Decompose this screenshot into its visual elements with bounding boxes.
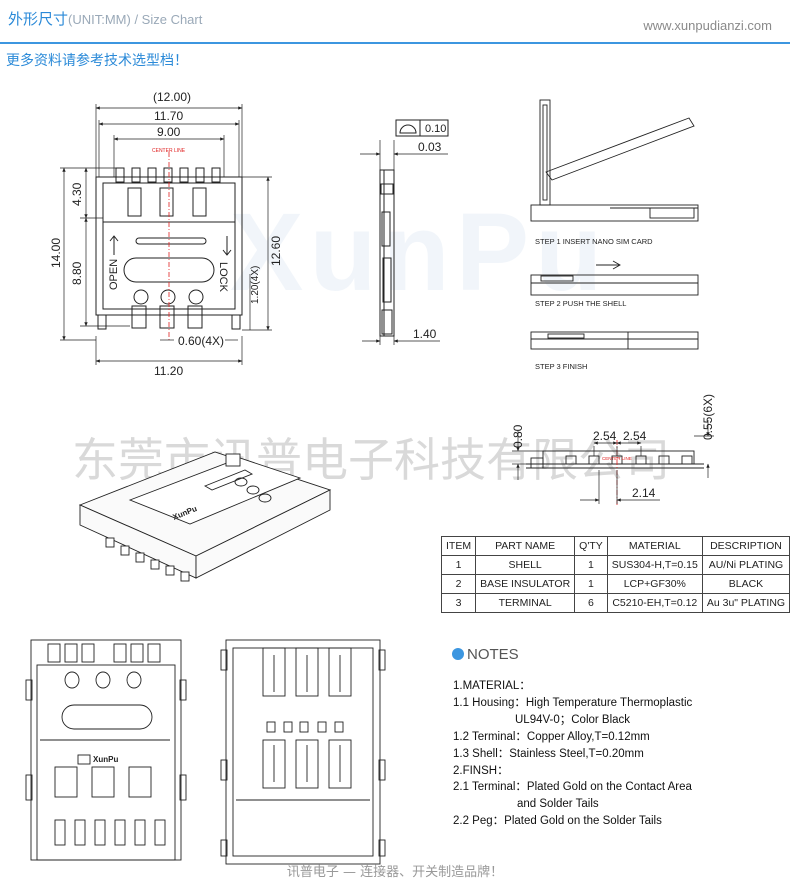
step1-label: STEP 1 INSERT NANO SIM CARD xyxy=(535,237,653,246)
note-line: 1.3 Shell：Stainless Steel,T=0.20mm xyxy=(453,747,644,760)
page-title: 外形尺寸(UNIT:MM) / Size Chart xyxy=(8,8,202,29)
front-center-line-label: CENTER LINE xyxy=(602,456,632,461)
notes-heading-text: NOTES xyxy=(467,646,519,663)
dim-bottom-11-20: 11.20 xyxy=(154,364,183,378)
dim-flatness: 0.10 xyxy=(425,123,446,135)
bom-table: ITEM PART NAME Q'TY MATERIAL DESCRIPTION… xyxy=(440,536,790,613)
step2-drawing xyxy=(530,260,699,296)
front-view-drawing xyxy=(526,450,704,469)
dim-width-11-70: 11.70 xyxy=(154,109,183,123)
dim-height-4-30: 4.30 xyxy=(70,182,84,206)
bom-cell: Au 3u" PLATING xyxy=(701,593,790,613)
top-view-dim-lines xyxy=(60,104,272,365)
side-view-drawing xyxy=(379,119,449,337)
dim-front-0-80: 0.80 xyxy=(511,424,525,448)
step2-label: STEP 2 PUSH THE SHELL xyxy=(535,299,626,308)
bom-col-qty: Q'TY xyxy=(574,536,608,556)
bom-cell: LCP+GF30% xyxy=(606,574,703,594)
dim-front-pitch-a: 2.54 xyxy=(593,429,617,443)
bom-cell: 1 xyxy=(440,555,477,575)
note-line: 2.FINSH： xyxy=(453,764,509,777)
notes-bullet-icon xyxy=(452,648,464,660)
brand-watermark: XunPu xyxy=(230,191,608,314)
reference-tip[interactable]: 更多资料请参考技术选型档！ xyxy=(6,53,188,69)
dim-front-pin: 0.55(6X) xyxy=(701,394,715,440)
front-view-dim-lines xyxy=(512,420,714,504)
note-line: 2.2 Peg：Plated Gold on the Solder Tails xyxy=(453,815,662,828)
bottom-left-view xyxy=(25,639,187,861)
dim-front-pitch-b: 2.54 xyxy=(623,429,647,443)
table-row: 1 SHELL 1 SUS304-H,T=0.15 AU/Ni PLATING xyxy=(440,555,790,575)
bom-cell: BLACK xyxy=(701,574,790,594)
bom-col-description: DESCRIPTION xyxy=(701,536,790,556)
bom-cell: SHELL xyxy=(475,555,576,575)
page-title-text: 外形尺寸 xyxy=(8,10,69,28)
bom-cell: 2 xyxy=(440,574,477,594)
header-divider xyxy=(0,42,790,44)
lock-label: LOCK xyxy=(217,262,229,293)
step3-label: STEP 3 FINISH xyxy=(535,362,587,371)
watermark-brand: XunPu xyxy=(230,191,608,314)
step1-drawing xyxy=(530,99,699,222)
bom-cell: SUS304-H,T=0.15 xyxy=(606,555,703,575)
note-line: 2.1 Terminal：Plated Gold on the Contact … xyxy=(453,781,692,794)
bottom-middle-view xyxy=(220,639,386,865)
open-label: OPEN xyxy=(108,259,120,290)
footer-slogan: 讯普电子 — 连接器、开关制造品牌！ xyxy=(286,865,504,880)
top-pins xyxy=(115,167,221,183)
note-line: UL94V-0；Color Black xyxy=(515,713,631,726)
bom-cell: AU/Ni PLATING xyxy=(701,555,790,575)
step3-drawing xyxy=(530,331,699,350)
table-row: 2 BASE INSULATOR 1 LCP+GF30% BLACK xyxy=(440,574,790,594)
note-line: and Solder Tails xyxy=(517,798,599,811)
bom-header-row: ITEM PART NAME Q'TY MATERIAL DESCRIPTION xyxy=(440,536,790,556)
bottom-left-brand-label: XunPu xyxy=(93,755,118,764)
bom-cell: 1 xyxy=(574,555,608,575)
side-view-dim-lines xyxy=(360,140,448,345)
dim-pad-0-60: 0.60(4X) xyxy=(178,334,224,348)
bom-cell: BASE INSULATOR xyxy=(475,574,576,594)
dim-height-12-60: 12.60 xyxy=(269,236,283,266)
dim-pitch-1-20: 1.20(4X) xyxy=(250,266,261,304)
dim-tolerance: 0.03 xyxy=(418,140,442,154)
table-row: 3 TERMINAL 6 C5210-EH,T=0.12 Au 3u" PLAT… xyxy=(440,593,790,613)
notes-heading: NOTES xyxy=(452,646,519,663)
website-link[interactable]: www.xunpudianzi.com xyxy=(643,18,772,33)
iso-view-drawing xyxy=(78,451,332,582)
dim-front-2-14: 2.14 xyxy=(632,486,656,500)
dim-height-8-80: 8.80 xyxy=(70,261,84,285)
bom-cell: 1 xyxy=(574,574,608,594)
bom-cell: TERMINAL xyxy=(475,593,576,613)
dim-height-14-00: 14.00 xyxy=(49,238,63,268)
dim-thickness: 1.40 xyxy=(413,327,437,341)
bom-cell: 3 xyxy=(440,593,477,613)
bom-col-item: ITEM xyxy=(440,536,477,556)
bom-col-material: MATERIAL xyxy=(606,536,703,556)
center-line-label: CENTER LINE xyxy=(152,148,186,154)
notes-list: 1.MATERIAL： 1.1 Housing：High Temperature… xyxy=(453,678,692,830)
bom-cell: C5210-EH,T=0.12 xyxy=(606,593,703,613)
dim-width-9-00: 9.00 xyxy=(157,125,181,139)
dim-overall-width: (12.00) xyxy=(153,90,191,104)
note-line: 1.2 Terminal：Copper Alloy,T=0.12mm xyxy=(453,730,650,743)
note-line: 1.MATERIAL： xyxy=(453,680,531,692)
bom-col-part-name: PART NAME xyxy=(475,536,576,556)
note-line: 1.1 Housing：High Temperature Thermoplast… xyxy=(453,696,693,709)
bom-cell: 6 xyxy=(574,593,608,613)
page-subtitle: (UNIT:MM) / Size Chart xyxy=(68,12,203,27)
